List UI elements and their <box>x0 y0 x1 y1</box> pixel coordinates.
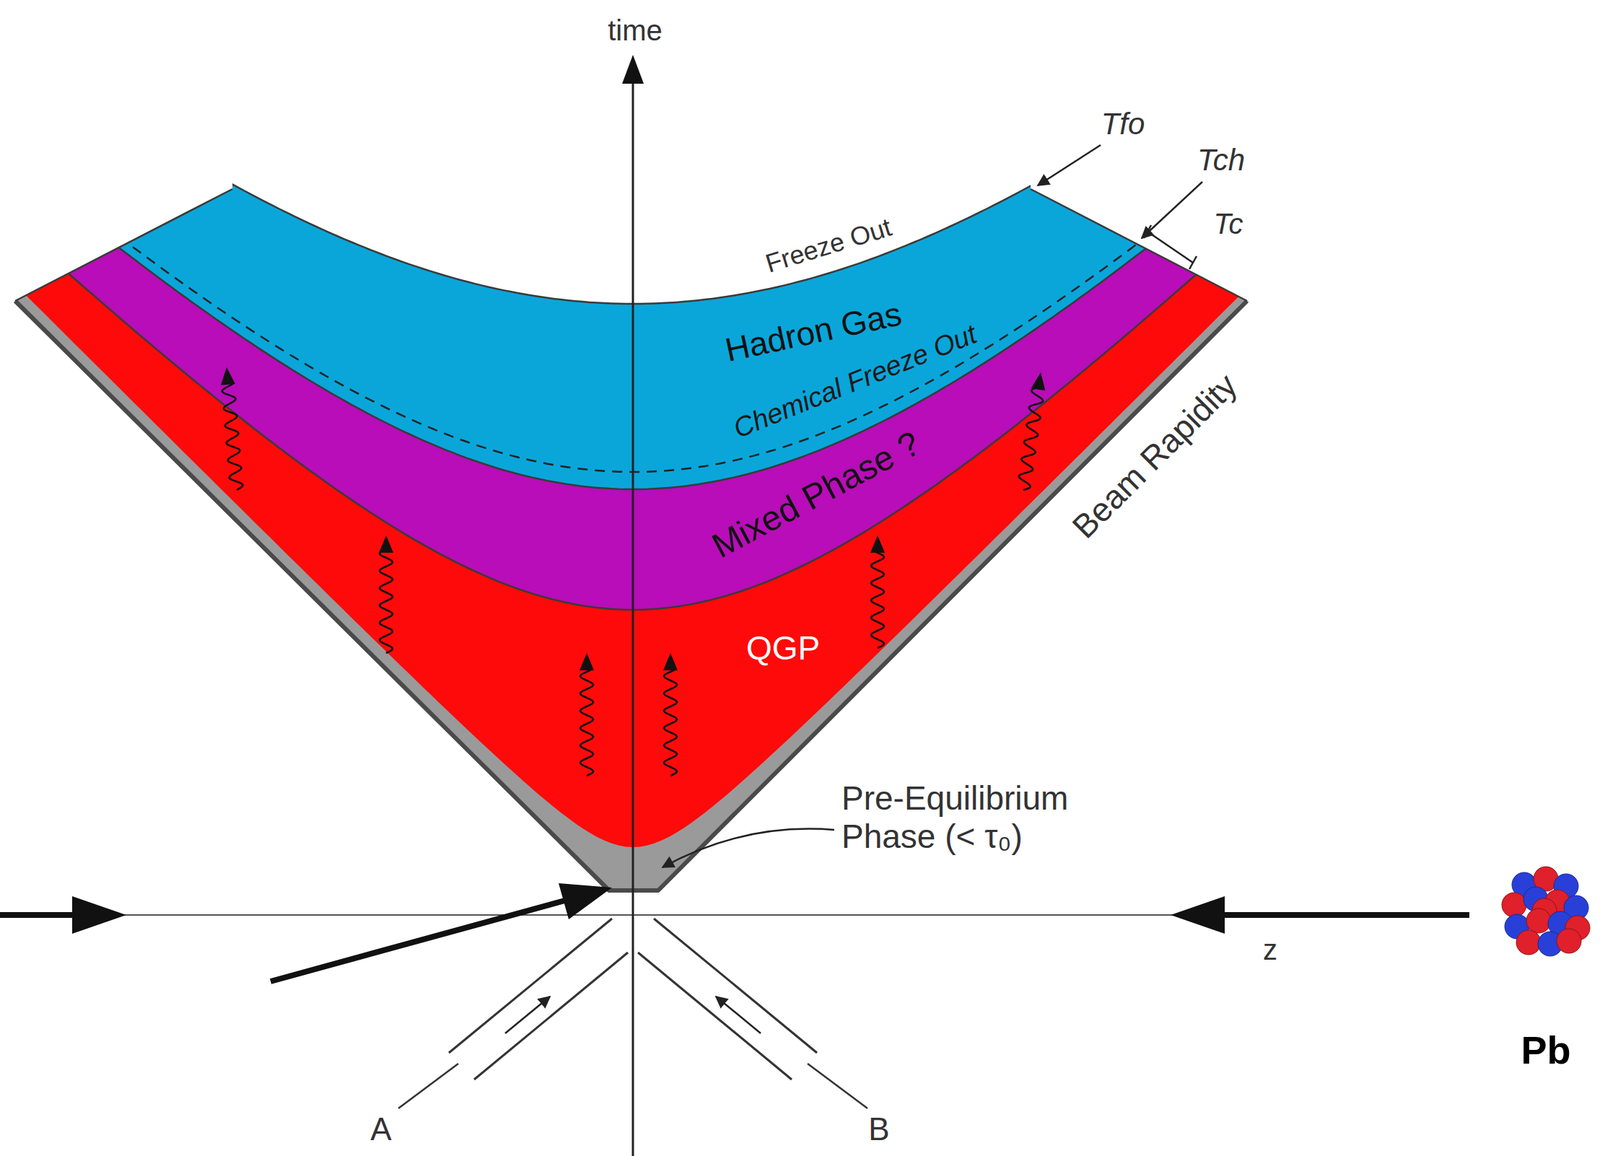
axis-label: z <box>1262 933 1278 966</box>
pointer-arrow <box>1141 181 1203 239</box>
region-label: QGP <box>746 630 820 667</box>
photon-wave <box>663 669 677 776</box>
outside-fill <box>0 0 1283 304</box>
photon-wave <box>871 551 885 649</box>
nucleus-worldline <box>474 952 628 1080</box>
nucleus-label: Pb <box>1520 1029 1571 1072</box>
nucleon <box>1501 892 1527 918</box>
axis-label: time <box>607 14 663 47</box>
hadron-gas-fill <box>0 0 1283 490</box>
z-axis <box>0 914 1256 916</box>
region-edge <box>1030 189 1248 301</box>
nucleon <box>1556 928 1582 954</box>
motion-arrow <box>715 996 761 1034</box>
photon-wave <box>222 383 244 491</box>
temperature-label: Tc <box>1213 207 1244 240</box>
photon-arrowhead <box>579 653 594 671</box>
pointer-arrow <box>1037 145 1101 186</box>
beam-arrow <box>1219 912 1470 918</box>
nucleus-worldline <box>637 952 792 1080</box>
phase-boundary <box>0 197 1283 610</box>
temperature-label: Tfo <box>1101 107 1146 141</box>
motion-arrow <box>505 996 550 1034</box>
nucleon <box>1526 908 1551 934</box>
region-edge <box>15 189 233 301</box>
phase-boundary <box>0 138 1283 490</box>
lead-nucleus <box>1501 866 1590 957</box>
photon-wave <box>580 669 594 776</box>
range-bracket <box>1143 225 1152 239</box>
photon-arrowhead <box>220 367 236 386</box>
photon-wave <box>379 552 393 654</box>
photon-arrowhead <box>663 653 678 671</box>
callout-label: Pre-Equilibrium Phase (< τ₀) <box>841 779 1145 856</box>
mixed-phase-fill <box>0 0 1283 610</box>
photon-arrowhead <box>870 535 885 553</box>
beam-arrow <box>270 899 571 982</box>
range-bracket <box>1189 256 1197 270</box>
photon-arrowhead <box>1031 372 1046 391</box>
axis-arrowhead <box>622 54 644 84</box>
phase-boundaries <box>0 23 1283 610</box>
beam-arrow <box>0 912 80 918</box>
beam-arrowhead <box>72 896 127 934</box>
chemical-freeze-out-line <box>0 129 1283 473</box>
temperature-label: Tch <box>1197 143 1245 177</box>
freeze-out-line <box>0 23 1283 304</box>
range-bracket <box>1147 231 1193 263</box>
light-cone-edge <box>15 300 1248 891</box>
photon-arrowhead <box>378 535 394 553</box>
leader-line <box>807 1063 868 1109</box>
nucleon <box>1516 930 1541 955</box>
beam-arrowhead <box>1170 896 1225 934</box>
photon-wave <box>1019 388 1044 491</box>
qgp-fill <box>0 0 1283 848</box>
phase-region: QGP <box>746 630 820 667</box>
nucleus-label: B <box>868 1112 890 1147</box>
leader-line <box>398 1063 459 1109</box>
nucleus-label: A <box>370 1112 392 1147</box>
leader-arrow <box>662 829 835 868</box>
beam-arrowhead <box>558 883 612 920</box>
time-axis <box>632 79 635 1156</box>
